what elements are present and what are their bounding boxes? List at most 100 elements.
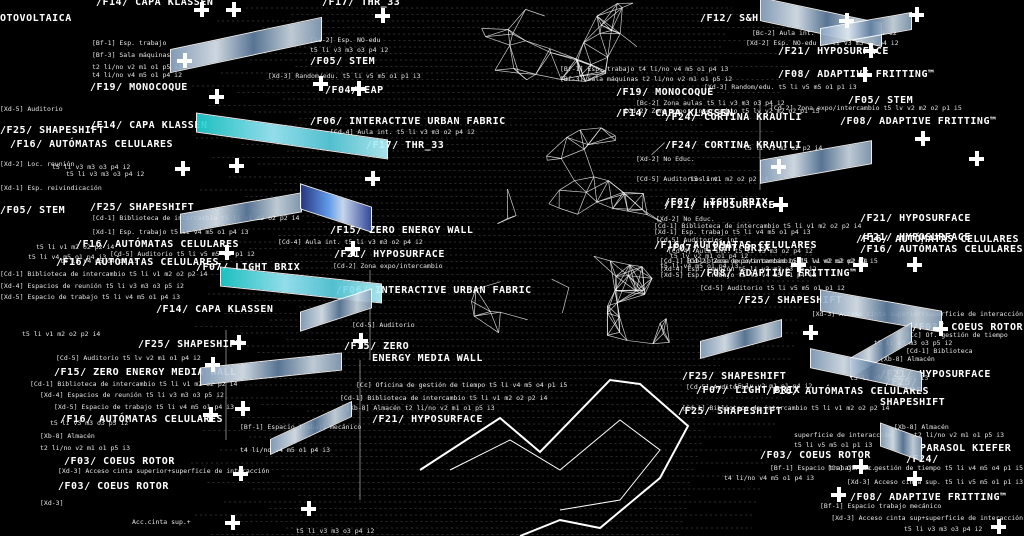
wireframe-edge [629,264,637,292]
plus-marker-icon [224,514,241,531]
wireframe-edge [535,52,551,75]
wireframe-edge [614,276,617,291]
plus-marker-icon [364,170,381,187]
plus-marker-icon [772,196,789,213]
space-code-label: [Bf-1] Espacio trabajo mec. [770,464,876,472]
plus-marker-icon [374,7,391,24]
wireframe-edge [620,33,638,47]
wireframe-edge [509,33,513,46]
plus-marker-icon [218,244,235,261]
wireframe-edge [471,300,491,312]
wireframe-edge [512,9,526,35]
plus-marker-icon [770,158,787,175]
plus-marker-icon [802,324,819,341]
plus-marker-icon [225,1,242,18]
space-code-label: superficie de interacción [794,431,892,439]
plus-marker-icon [300,500,317,517]
wireframe-edge [583,42,592,65]
wireframe-edge [652,342,670,345]
plus-marker-icon [230,334,247,351]
space-code-label: t5 li v1 m2 o2 p2 i4 [36,243,115,251]
wireframe-edge [512,33,526,42]
space-code-label: [Cd-1] Biblioteca de intercambio t5 li v… [0,270,208,278]
wireframe-edge [619,7,623,34]
wireframe-edge [579,64,592,77]
wireframe-edge [559,189,587,193]
space-code-label: [Cd-2] Zona expo/intercambio t5 lv v2 m2… [686,257,878,265]
wireframe-edge [599,24,602,34]
space-code-label: [Cd-5] Auditorio t5 li v5 m5 o1 p1 i2 [110,250,255,258]
facade-system-label: OTOVOLTAICA [0,13,72,24]
plus-marker-icon [990,518,1007,535]
wireframe-edge [626,340,653,345]
space-code-label: t5 li v4 m5 o1 p4 i3 [28,253,107,261]
wireframe-edge [583,42,608,58]
plus-marker-icon [906,256,923,273]
wireframe-edge [628,275,653,279]
wireframe-edge [641,266,645,295]
wireframe-edge [525,9,545,17]
wireframe-edge [628,266,643,277]
wireframe-edge [606,290,616,314]
wireframe-edge [607,332,620,336]
facade-system-label: /F21/ HYPOSURFACE [778,46,889,57]
facade-system-label: /F15/ ZERO ENERGY MEDIA WALL [54,367,237,378]
space-code-label: t5 li v1 m2 o2 p2 i4 [744,144,823,152]
wireframe-edge [608,180,614,209]
space-code-label: [Xd-4] Esp. reunión t5 li v3 m3 o3 p5 i2 [660,265,817,273]
plus-marker-icon [232,465,249,482]
wireframe-edge [615,276,618,303]
wireframe-edge [526,74,536,81]
space-code-label: [Xb-8] Almacén [40,432,95,440]
space-code-label: [Bf-1] Esp. trabajo t4 li/no v4 m5 o1 p4… [560,65,729,73]
plus-marker-icon [344,240,361,257]
wireframe-edge [494,68,514,71]
wireframe-edge [601,24,621,34]
facade-system-label: /F07/ LIGHT BRIX [696,385,801,396]
space-code-label: [Xd-1] Esp. reivindicación [0,184,102,192]
wireframe-edge [596,7,623,17]
plus-marker-icon [914,130,931,147]
space-code-label: t5 li v4 m5 o4 p1 i5 [60,257,139,265]
wireframe-edge [583,144,589,150]
plus-marker-icon [852,458,869,475]
wireframe-edge [559,180,575,191]
facade-system-label: /F12/ S&H [700,13,759,24]
space-code-label: [Bf-3] Sala máquinas t2 li/no v2 m1 o1 p… [560,75,733,83]
space-code-label: [Xd-2] Loc. reunión [0,160,75,168]
wireframe-edge [509,45,520,74]
wireframe-edge [579,129,589,145]
facade-system-label: SHAPESHIFT [880,397,946,408]
wireframe-edge [596,15,601,34]
space-code-label: t4 li/no v4 m5 o1 p4 i3 [240,446,331,454]
space-code-label: t4 li/no v4 m5 o1 p4 i2 [92,71,183,79]
facade-system-label: /F19/ MONOCOQUE [90,82,188,93]
wireframe-edge [577,60,592,65]
wireframe-edge [642,209,663,223]
wireframe-edge [551,278,569,289]
facade-system-label: /F16/ AUTÓMATAS CELULARES [56,257,220,268]
wireframe-edge [659,318,667,324]
wireframe-edge [607,302,618,314]
wireframe-edge [509,45,515,69]
wireframe-edge [583,33,601,43]
space-code-label: [Cc] Of. gestión de tiempo [906,331,1008,339]
facade-system-label: /F07/ LIGHT BRIX [196,262,301,273]
wireframe-edge [643,193,648,215]
wireframe-edge [593,176,609,182]
wireframe-edge [548,203,560,209]
space-code-label: [Xd-3] Random/edu. t5 li v5 m5 o1 p1 i3 [704,83,857,91]
wireframe-edge [583,149,595,177]
facade-system-label: /F05/ STEM [310,56,376,67]
wireframe-edge [624,193,643,210]
facade-system-label: /F16/ AUTÓMATAS CELULARES [766,386,930,397]
facade-system-label: /F25/ SHAPESHIFT [738,295,843,306]
facade-system-label: ENERGY MEDIA WALL [372,353,483,364]
wireframe-edge [588,140,616,145]
plus-marker-icon [790,256,807,273]
wireframe-edge [629,264,645,291]
facade-system-label: /F16/ AUTÓMATAS CELULARES [60,414,224,425]
plus-marker-icon [202,406,219,423]
space-code-label: [Cd-4] Aula int. t5 li v3 m3 o2 p4 i2 [278,238,423,246]
